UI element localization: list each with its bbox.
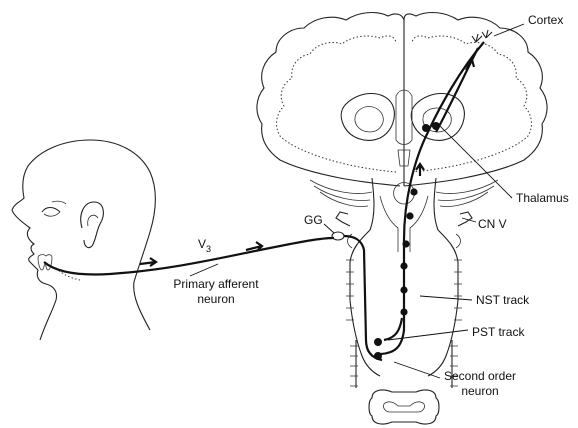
head-profile	[11, 139, 156, 341]
neuron-soma	[422, 124, 430, 132]
arrow-icon	[245, 241, 264, 252]
label-primary-afferent-1: Primary afferent	[173, 277, 259, 291]
label-second-order-2: neuron	[461, 384, 498, 398]
cortex-terminal	[471, 33, 483, 43]
brainstem	[309, 177, 499, 425]
label-cn-v: CN V	[478, 217, 507, 231]
leader-lines	[189, 23, 525, 379]
label-nst-track: NST track	[476, 293, 530, 307]
trigeminal-pathway	[43, 29, 493, 362]
label-v3: V3	[198, 237, 211, 254]
neuron-soma	[400, 262, 408, 270]
neuron-soma	[400, 286, 408, 294]
neuron-soma	[374, 352, 382, 360]
label-primary-afferent-2: neuron	[197, 292, 234, 306]
arrow-icon	[465, 57, 476, 71]
neuron-soma	[374, 338, 382, 346]
primary-afferent-fiber	[43, 236, 335, 276]
neuron-soma	[400, 308, 408, 316]
arrow-icon	[415, 162, 425, 176]
label-gg: GG	[304, 213, 323, 227]
labels: Cortex Thalamus GG CN V V3 Primary affer…	[173, 13, 568, 398]
label-thalamus: Thalamus	[516, 191, 569, 205]
label-second-order-1: Second order	[444, 369, 516, 383]
label-pst-track: PST track	[472, 325, 525, 339]
arrow-icon	[139, 257, 158, 267]
neuron-soma	[402, 240, 410, 248]
second-order-neuron-path	[377, 41, 485, 356]
neuron-soma	[406, 212, 414, 220]
label-cortex: Cortex	[528, 13, 563, 27]
label-v3-main: V	[198, 237, 206, 251]
label-v3-sub: 3	[206, 244, 211, 254]
neuron-soma	[410, 188, 418, 196]
neuron-soma	[432, 122, 440, 130]
cortex-terminal	[481, 29, 493, 39]
cerebrum	[256, 11, 548, 187]
